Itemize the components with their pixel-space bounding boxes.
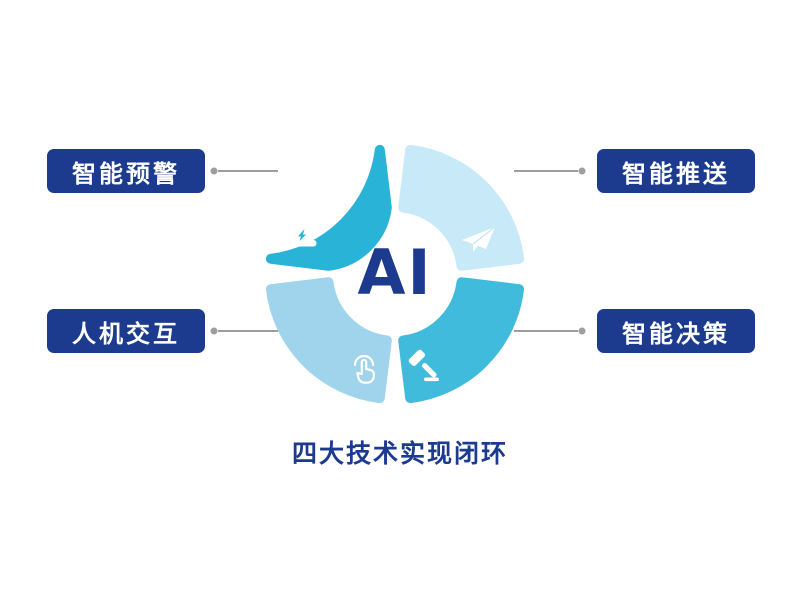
node-label-bottom-right: 智能决策 <box>597 309 755 353</box>
paper-plane-icon <box>462 226 496 252</box>
siren-base <box>287 240 317 247</box>
center-ai-label: AI <box>357 235 433 309</box>
ring-segment-bottom-left <box>265 277 392 404</box>
node-label-bottom-left: 人机交互 <box>47 309 205 353</box>
ring-segment-bottom-right <box>398 277 525 404</box>
siren-icon <box>285 216 319 247</box>
connectors <box>210 167 586 335</box>
node-label-top-left: 智能预警 <box>47 149 205 193</box>
diagram-caption: 四大技术实现闭环 <box>291 439 508 468</box>
tap-hand <box>356 358 375 384</box>
connector-dot-bottom-left <box>210 327 218 335</box>
ring-segment-top-left <box>265 144 392 271</box>
connector-dot-top-right <box>578 167 586 175</box>
connector-dot-bottom-right <box>578 327 586 335</box>
connector-dot-top-left <box>210 167 218 175</box>
siren-rays <box>285 216 319 230</box>
siren-bolt <box>298 229 306 241</box>
gavel-hammer <box>408 349 437 378</box>
node-label-top-right: 智能推送 <box>597 149 755 193</box>
tap-icon <box>353 354 375 384</box>
tap-ripple <box>353 354 375 367</box>
gavel-base <box>424 377 439 382</box>
gavel-icon <box>408 349 439 382</box>
paper-plane-fold <box>472 226 496 245</box>
